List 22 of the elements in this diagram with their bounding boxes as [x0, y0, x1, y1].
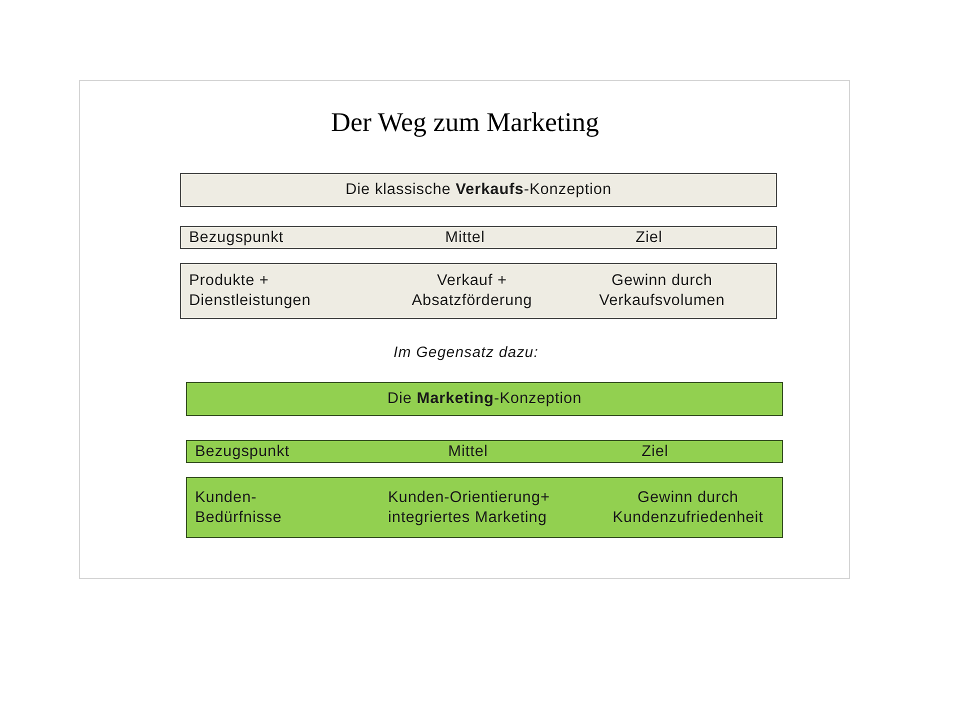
description-text: Verkauf + Absatzförderung: [411, 271, 533, 311]
description-text: Kunden-Orientierung+ integriertes Marketing: [388, 488, 551, 528]
column-header-bar: [180, 226, 777, 249]
column-heading: Mittel: [448, 442, 488, 462]
column-heading: Ziel: [635, 228, 663, 248]
concept-banner: [180, 173, 777, 207]
description-text: Gewinn durch Kundenzufriedenheit: [612, 488, 764, 528]
column-heading: Bezugspunkt: [195, 442, 291, 462]
description-text: Gewinn durch Verkaufsvolumen: [598, 271, 726, 311]
content-band: [186, 477, 783, 538]
column-heading: Bezugspunkt: [189, 228, 285, 248]
column-heading: Mittel: [444, 228, 486, 248]
column-heading: Ziel: [641, 442, 669, 462]
description-text: Produkte + Dienstleistungen: [189, 271, 312, 311]
concept-title: Die Marketing-Konzeption: [387, 389, 582, 409]
column-header-bar: [186, 440, 783, 463]
transition-note: Im Gegensatz dazu:: [393, 344, 539, 362]
slide-title: Der Weg zum Marketing: [331, 108, 599, 138]
content-band: [180, 263, 777, 319]
concept-banner: [186, 382, 783, 416]
description-text: Kunden- Bedürfnisse: [195, 488, 283, 528]
concept-title: Die klassische Verkaufs-Konzeption: [345, 180, 612, 200]
